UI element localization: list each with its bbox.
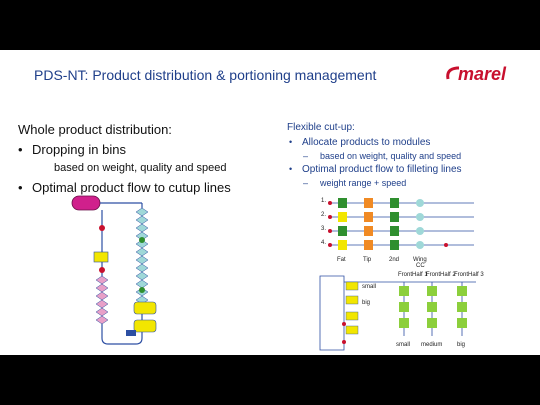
scale-1 (93, 251, 109, 263)
logo-text: marel (458, 64, 507, 84)
row-label-4: 4. (321, 240, 327, 246)
fillet-header-3: FrontHalf 3 (454, 272, 484, 278)
col-label-tip: Tip (363, 257, 372, 263)
cutup-module-tip (364, 198, 373, 250)
gate-3 (139, 287, 145, 293)
right-column: Flexible cut-up: Allocate products to mo… (287, 122, 527, 191)
cutup-diagram: 1. 2. 3. 4. Fat Tip 2nd Wing CC (318, 195, 478, 269)
fillet-side-small: small (362, 284, 377, 290)
left-sub-1: based on weight, quality and speed (54, 162, 227, 174)
fillet-header-1: FrontHalf 1 (398, 272, 428, 278)
fillet-bottom-small: small (396, 342, 411, 348)
bins-upper (135, 207, 149, 305)
fillet-header-2: FrontHalf 2 (426, 272, 456, 278)
dropper-2 (133, 301, 157, 315)
col-label-2nd: 2nd (389, 257, 400, 263)
fillet-bottom-medium: medium (421, 342, 443, 348)
right-bullet-2: Optimal product flow to filleting lines (289, 164, 527, 175)
row-label-1: 1. (321, 198, 327, 204)
gate-1 (99, 225, 105, 231)
row-label-2: 2. (321, 212, 327, 218)
right-sub-2: weight range + speed (303, 178, 527, 188)
cutup-module-2nd (390, 198, 399, 250)
col-label-wing: Wing (413, 257, 427, 263)
slide-title: PDS-NT: Product distribution & portionin… (34, 67, 377, 83)
dropper-1 (133, 319, 157, 333)
conveyor-loop (100, 202, 143, 345)
right-sub-1: based on weight, quality and speed (303, 151, 527, 161)
cutup-module-wing (416, 199, 424, 249)
cutup-module-fat (338, 198, 347, 250)
product-infeed (71, 195, 101, 211)
slide: PDS-NT: Product distribution & portionin… (0, 50, 540, 355)
left-bullet-2: Optimal product flow to cutup lines (18, 180, 268, 195)
fillet-lines (319, 275, 476, 351)
fillet-side-big: big (362, 300, 371, 306)
fillet-diagram: FrontHalf 1 FrontHalf 2 FrontHalf 3 smal… (314, 272, 484, 354)
cutup-markers (328, 201, 448, 247)
fillet-modules (399, 286, 467, 328)
right-heading: Flexible cut-up: (287, 122, 355, 133)
left-bullet-1: Dropping in bins (18, 142, 268, 157)
row-label-3: 3. (321, 226, 327, 232)
right-bullet-1: Allocate products to modules (289, 137, 527, 148)
gate-2 (99, 267, 105, 273)
col-label-fat: Fat (337, 257, 346, 263)
fillet-markers (342, 322, 346, 344)
gate-4 (139, 237, 145, 243)
left-column: Whole product distribution: Dropping in … (18, 122, 268, 200)
cutup-lines (328, 202, 474, 246)
fillet-bottom-big: big (457, 342, 466, 348)
bins-lower (95, 275, 109, 325)
fillet-stations (345, 281, 359, 335)
marel-logo: marel (445, 63, 527, 85)
motor (126, 330, 136, 336)
distribution-diagram (71, 195, 157, 345)
col-label-cc: CC (416, 263, 425, 269)
left-heading: Whole product distribution: (18, 122, 172, 137)
